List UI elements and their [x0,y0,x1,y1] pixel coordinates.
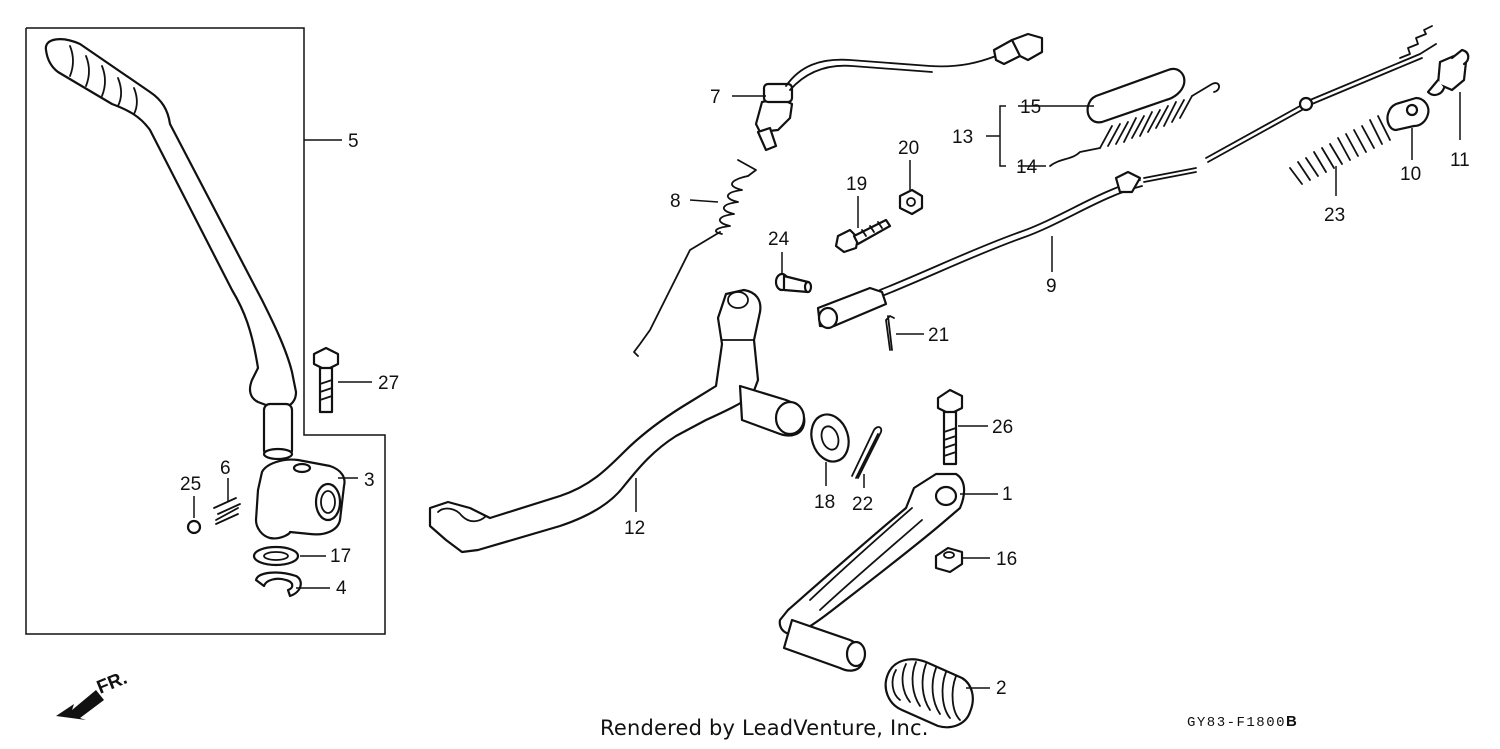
brake-rod[interactable] [816,25,1437,330]
nut-20[interactable] [898,188,924,216]
callout-7: 7 [710,87,721,108]
callout-17: 17 [330,546,351,567]
kick-starter-arm[interactable] [44,38,298,461]
bolt-19[interactable] [834,218,892,254]
bolt-26[interactable] [936,388,964,466]
callout-24: 24 [768,229,790,250]
circlip[interactable] [254,571,302,598]
callout-15: 15 [1020,97,1041,118]
nut-16[interactable] [934,546,964,574]
callout-18: 18 [814,492,835,513]
brake-rod-joint[interactable] [1386,96,1430,132]
callout-21: 21 [928,325,949,346]
callout-19: 19 [846,174,867,195]
drawing-code: GY83-F1800B [1187,713,1298,731]
callout-6: 6 [220,458,231,479]
callout-3: 3 [364,470,375,491]
joint-spring[interactable] [213,497,241,525]
joint-pin[interactable] [774,272,813,294]
callout-13: 13 [952,127,973,148]
callout-12: 12 [624,518,645,539]
brake-return-spring[interactable] [633,159,757,357]
steel-ball[interactable] [186,519,202,535]
kick-joint[interactable] [254,458,346,540]
callout-9: 9 [1046,276,1057,297]
bolt-27[interactable] [312,346,340,414]
callout-labels: 1 2 3 4 5 6 7 8 9 10 11 12 13 14 15 16 1… [180,87,1470,699]
cotter-pin-21[interactable] [885,315,895,351]
callout-2: 2 [996,678,1007,699]
kickstarter-assembly-box [25,27,386,635]
brake-pedal[interactable] [428,288,806,554]
extension-spring[interactable] [1049,82,1220,167]
drawing-code-suffix: B [1286,713,1299,730]
callout-5: 5 [348,131,359,152]
cotter-pin-22[interactable] [851,426,883,479]
washer-18[interactable] [805,410,854,467]
callout-8: 8 [670,191,681,212]
rod-rubber-cover[interactable] [1086,67,1186,124]
callout-23: 23 [1324,205,1345,226]
drawing-code-main: GY83-F1800 [1187,715,1287,731]
credit-text: Rendered by LeadVenture, Inc. [600,716,929,740]
callout-1: 1 [1002,484,1013,505]
callout-4: 4 [336,578,347,599]
brake-stop-switch[interactable] [754,32,1044,152]
front-direction-arrow: FR. [56,668,130,720]
washer-17[interactable] [252,545,300,567]
adjusting-wing-nut[interactable] [1426,48,1470,97]
callout-10: 10 [1400,164,1421,185]
callout-22: 22 [852,494,873,515]
callout-26: 26 [992,417,1013,438]
callout-16: 16 [996,549,1017,570]
leader-lines [193,92,1461,689]
gear-pedal-rubber[interactable] [884,658,974,729]
callout-25: 25 [180,474,201,495]
gear-change-pedal[interactable] [778,472,966,672]
compression-spring[interactable] [1289,115,1391,185]
callout-14: 14 [1016,157,1038,178]
callout-27: 27 [378,373,399,394]
callout-20: 20 [898,138,919,159]
callout-11: 11 [1450,150,1470,171]
front-indicator-label: FR. [94,668,130,699]
